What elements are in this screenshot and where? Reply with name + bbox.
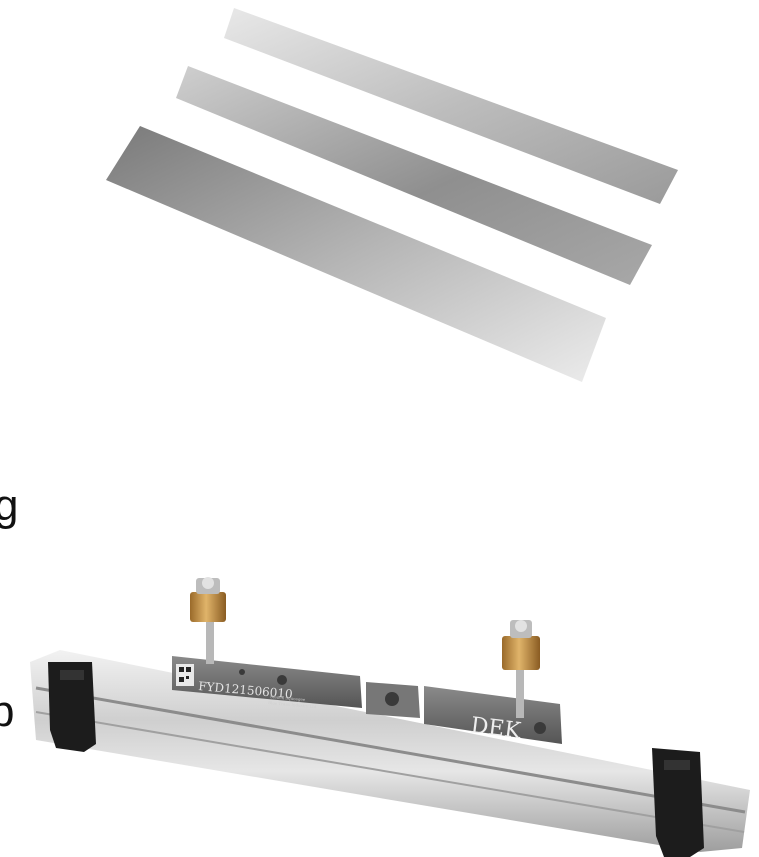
holder-brand-text: DEK <box>469 713 522 744</box>
cropped-text-fragment-bottom: b <box>0 687 15 736</box>
rail-clip-left <box>48 662 96 752</box>
holder-small-text-1: Stencil Squeegee <box>270 694 306 702</box>
brass-knob-screw-left <box>190 577 226 664</box>
squeegee-holder-right-block <box>424 686 562 744</box>
cropped-text-fragment-top: g <box>0 481 19 530</box>
holder-small-text-2: Blue Trans Industry Ltd <box>268 700 317 709</box>
steel-blade-middle <box>176 66 652 285</box>
steel-blade-bottom <box>106 126 606 382</box>
qr-code-label <box>176 664 194 686</box>
brass-knob-screw-right <box>502 620 540 718</box>
squeegee-holder-body <box>172 656 362 708</box>
rail-clip-right <box>652 748 704 857</box>
steel-blade-top <box>224 8 678 204</box>
